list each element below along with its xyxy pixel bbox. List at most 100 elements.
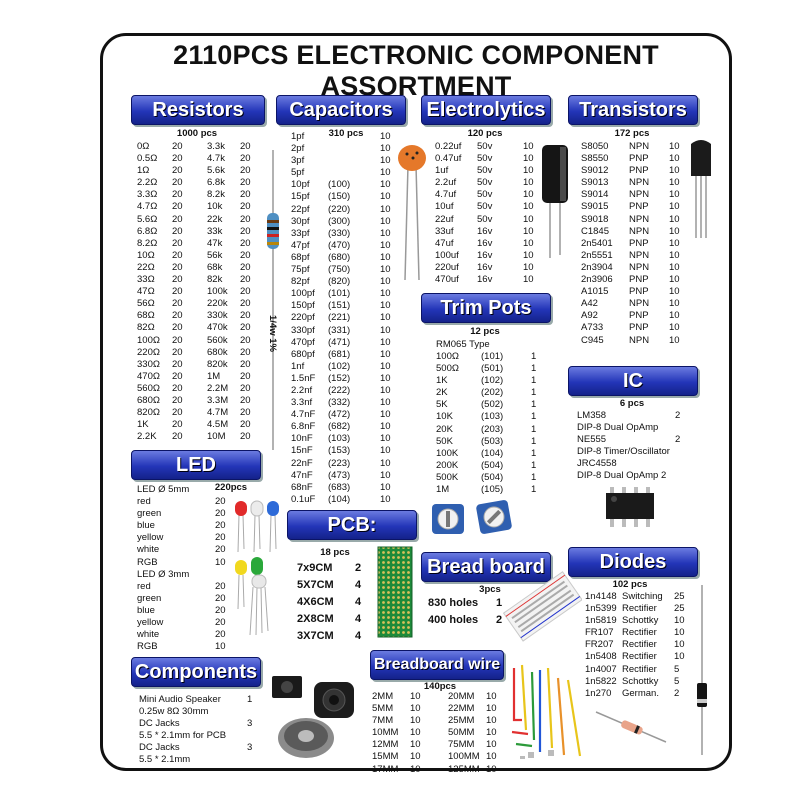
resistor-row-cell: 20 (172, 201, 183, 213)
led-row-cell: 10 (215, 556, 226, 568)
resistor-row-cell: 4.7Ω (137, 201, 158, 213)
trimpot-row-cell: (502) (481, 399, 504, 411)
capacitor-row-cell: 470pf (291, 336, 315, 348)
ceramic-capacitor-icon (398, 145, 426, 280)
capacitor-row: 15nF(153)10 (291, 445, 394, 457)
capacitor-row: 150pf(151)10 (291, 300, 394, 312)
resistor-row-cell: 10Ω (137, 249, 155, 261)
pcb-header-text: PCB: (327, 514, 377, 536)
capacitor-row-cell: 10 (380, 143, 391, 155)
diode-row-cell: Schottky (622, 675, 659, 687)
resistor-row-cell: 20 (172, 358, 183, 370)
trimpots-header: Trim Pots (421, 293, 551, 323)
capacitor-row-cell: 47nF (291, 469, 313, 481)
trimpot-row-cell: 1 (531, 459, 537, 471)
trimpot-row-cell: 10K (436, 411, 453, 423)
component-line: 5.5 * 2.1mm (139, 754, 261, 766)
capacitor-row-cell: (104) (328, 493, 351, 505)
resistor-row-cell: 20 (172, 310, 183, 322)
resistor-row-cell: 56k (207, 249, 223, 261)
wire-row-cell: 125MM (448, 763, 480, 775)
trimpot-row-cell: 5K (436, 399, 448, 411)
electrolytic-row-cell: 10 (523, 141, 534, 152)
capacitor-row-cell: 4.7nF (291, 409, 316, 421)
capacitor-row-cell: (681) (328, 348, 351, 360)
led-row-cell: 20 (215, 580, 226, 592)
trimpot-row: 20K(203)1 (436, 424, 545, 436)
capacitor-row-cell: 10 (380, 179, 391, 191)
resistor-icon (267, 150, 279, 450)
transistor-row-cell: A92 (581, 310, 598, 322)
diode-row-cell: 25 (674, 591, 685, 602)
trimpot-row: 100Ω(101)1 (436, 351, 545, 363)
pcb-row-cell: 7x9CM (297, 562, 333, 574)
electrolytic-row-cell: 1uf (435, 165, 449, 177)
transistor-row-cell: PNP (629, 153, 649, 165)
capacitor-row-cell: 82pf (291, 276, 310, 288)
capacitor-row-cell: 10 (380, 239, 391, 251)
trimpot-row-cell: 1 (531, 435, 537, 447)
transistor-row-cell: PNP (629, 310, 649, 322)
transistor-row-cell: NPN (629, 298, 650, 310)
diode-row-cell: 25 (674, 603, 685, 615)
capacitor-row-cell: 10 (380, 264, 391, 276)
resistor-row-cell: 20 (172, 225, 183, 237)
resistor-row-cell: 20 (240, 261, 251, 273)
transistor-row-cell: A1015 (581, 286, 609, 298)
ic-header-text: IC (623, 370, 643, 392)
transistor-row-cell: 2n3904 (581, 261, 613, 273)
transistor-row-cell: 10 (669, 298, 680, 310)
capacitor-row-cell: (102) (328, 360, 351, 372)
transistors-header: Transistors (568, 95, 698, 125)
pcb-header: PCB: (287, 510, 417, 540)
transistor-row-cell: PNP (629, 237, 649, 249)
capacitor-row-cell: 1nf (291, 360, 305, 372)
led-row-cell: 20 (215, 544, 226, 556)
capacitor-row: 47nF(473)10 (291, 470, 394, 482)
electrolytic-row-cell: 2.2uf (435, 177, 457, 189)
transistor-row-cell: NPN (629, 177, 650, 189)
ic-line-cell: JRC4558 (577, 458, 617, 470)
resistor-row-cell: 5.6Ω (137, 213, 158, 225)
breadboard-row-cell: 2 (496, 614, 503, 626)
resistor-row-cell: 33Ω (137, 274, 155, 286)
resistor-row-cell: 5.6k (207, 165, 225, 177)
trimpot-row-cell: (104) (481, 447, 504, 459)
resistor-row-cell: 560Ω (137, 382, 160, 394)
resistor-row-cell: 20 (240, 213, 251, 225)
capacitor-row-cell: (153) (328, 445, 351, 457)
transistor-row-cell: 10 (669, 237, 680, 249)
resistor-row-cell: 20 (240, 177, 251, 189)
ic-line-cell (675, 458, 689, 470)
electrolytic-row-cell: 10 (523, 213, 534, 225)
trimpot-row-cell: (103) (481, 411, 504, 423)
led-row-cell: green (137, 592, 162, 604)
led-row-cell: red (137, 496, 151, 508)
resistor-row-cell: 1M (207, 370, 221, 382)
electrolytic-row-cell: 10 (523, 249, 534, 261)
capacitor-row-cell: 5pf (291, 167, 305, 179)
trimpot-row-cell: 1 (531, 387, 537, 399)
trimpot-row-cell: 100K (436, 447, 459, 459)
resistor-row-cell: 20 (240, 189, 251, 201)
trimpot-row-cell: 1 (531, 423, 537, 435)
resistor-row-cell: 4.5M (207, 419, 229, 431)
